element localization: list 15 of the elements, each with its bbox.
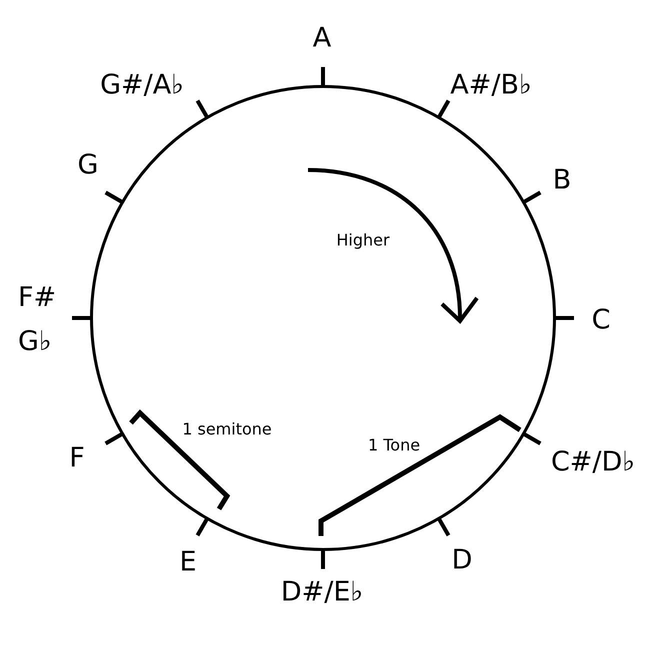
note-label: A [312, 22, 332, 54]
note-label: G#/A♭ [100, 69, 184, 101]
note-label: F# G♭ [18, 281, 58, 359]
note-label: D [452, 544, 472, 576]
note-label: F [69, 442, 85, 474]
note-label: A#/B♭ [450, 69, 532, 101]
note-label: E [179, 546, 197, 578]
note-label: C#/D♭ [550, 446, 636, 478]
interval-label: 1 Tone [368, 435, 420, 455]
note-label: B [552, 164, 572, 196]
note-label: C [592, 304, 610, 336]
note-label: D#/E♭ [280, 576, 364, 608]
note-label: G [78, 149, 98, 181]
direction-label: Higher [336, 230, 390, 250]
interval-label: 1 semitone [182, 419, 272, 439]
